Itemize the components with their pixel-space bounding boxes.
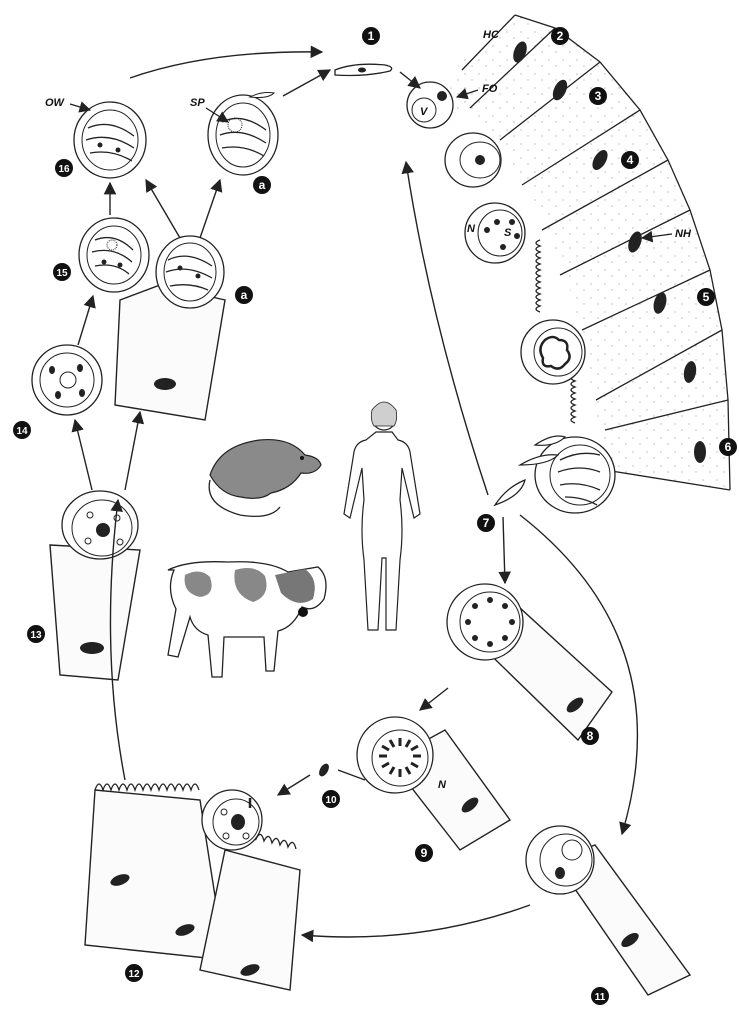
stage-10-microgamete bbox=[317, 762, 331, 778]
label-sp: SP bbox=[190, 97, 205, 109]
stage-badge-10: 10 bbox=[322, 790, 340, 808]
label-n-stage9: N bbox=[438, 779, 447, 791]
stage-14-early-oocyst bbox=[32, 345, 102, 415]
stage-badge-a-upper: a bbox=[253, 176, 271, 194]
svg-text:5: 5 bbox=[703, 290, 710, 304]
stage-2-attachment: V bbox=[407, 82, 453, 128]
svg-text:2: 2 bbox=[557, 29, 564, 43]
svg-text:1: 1 bbox=[368, 29, 375, 43]
stage-badge-15: 15 bbox=[53, 263, 71, 281]
calf-icon bbox=[168, 562, 326, 677]
stage-badge-2: 2 bbox=[551, 27, 569, 45]
stage-12-fertilization bbox=[85, 784, 300, 990]
svg-text:16: 16 bbox=[58, 164, 70, 175]
stage-3-trophozoite bbox=[445, 133, 501, 187]
human-figure-icon bbox=[344, 402, 420, 630]
label-hc: HC bbox=[483, 29, 500, 41]
stage-a-excysting-oocyst bbox=[208, 93, 278, 176]
stage-badge-7: 7 bbox=[477, 514, 495, 532]
stage-badge-5: 5 bbox=[697, 288, 715, 306]
svg-text:4: 4 bbox=[627, 153, 634, 167]
label-ow: OW bbox=[45, 97, 66, 109]
stage-9-microgamont: N bbox=[357, 717, 510, 850]
stage-badge-14: 14 bbox=[13, 421, 31, 439]
stage-badge-a-lower: a bbox=[235, 286, 253, 304]
svg-text:8: 8 bbox=[587, 729, 594, 743]
svg-text:14: 14 bbox=[16, 426, 28, 437]
svg-text:11: 11 bbox=[595, 992, 606, 1003]
stage-badge-1: 1 bbox=[362, 27, 380, 45]
stage-7-merozoite bbox=[495, 480, 525, 505]
stage-1-sporozoite bbox=[335, 64, 392, 75]
label-nh: NH bbox=[675, 228, 692, 240]
svg-text:a: a bbox=[259, 178, 266, 192]
label-n-stage4: N bbox=[467, 223, 476, 235]
rat-icon bbox=[209, 440, 321, 517]
stage-11-macrogamont bbox=[526, 826, 690, 995]
stage-badge-11: 11 bbox=[591, 987, 609, 1005]
svg-text:10: 10 bbox=[325, 795, 337, 806]
stage-13-zygote bbox=[50, 491, 140, 680]
svg-text:12: 12 bbox=[128, 969, 140, 980]
stage-badge-6: 6 bbox=[719, 438, 737, 456]
label-s: S bbox=[504, 227, 512, 239]
label-fo: FO bbox=[482, 83, 498, 95]
stage-8-type1-meront bbox=[447, 584, 612, 740]
svg-text:13: 13 bbox=[30, 630, 42, 641]
stage-badge-12: 12 bbox=[125, 964, 143, 982]
stage-badge-3: 3 bbox=[589, 87, 607, 105]
stage-badge-16: 16 bbox=[55, 159, 73, 177]
svg-text:6: 6 bbox=[725, 440, 732, 454]
stage-6-merozoites-release bbox=[520, 436, 615, 513]
svg-text:15: 15 bbox=[56, 268, 68, 279]
stage-15-sporulating-oocyst bbox=[79, 218, 149, 292]
stage-badge-8: 8 bbox=[581, 727, 599, 745]
stage-badge-9: 9 bbox=[415, 844, 433, 862]
svg-text:7: 7 bbox=[483, 516, 490, 530]
svg-text:a: a bbox=[241, 288, 248, 302]
stage-5-mature-meront bbox=[521, 320, 585, 384]
svg-text:9: 9 bbox=[421, 846, 428, 860]
stage-badge-4: 4 bbox=[621, 151, 639, 169]
svg-text:3: 3 bbox=[595, 89, 602, 103]
stage-badge-13: 13 bbox=[27, 625, 45, 643]
